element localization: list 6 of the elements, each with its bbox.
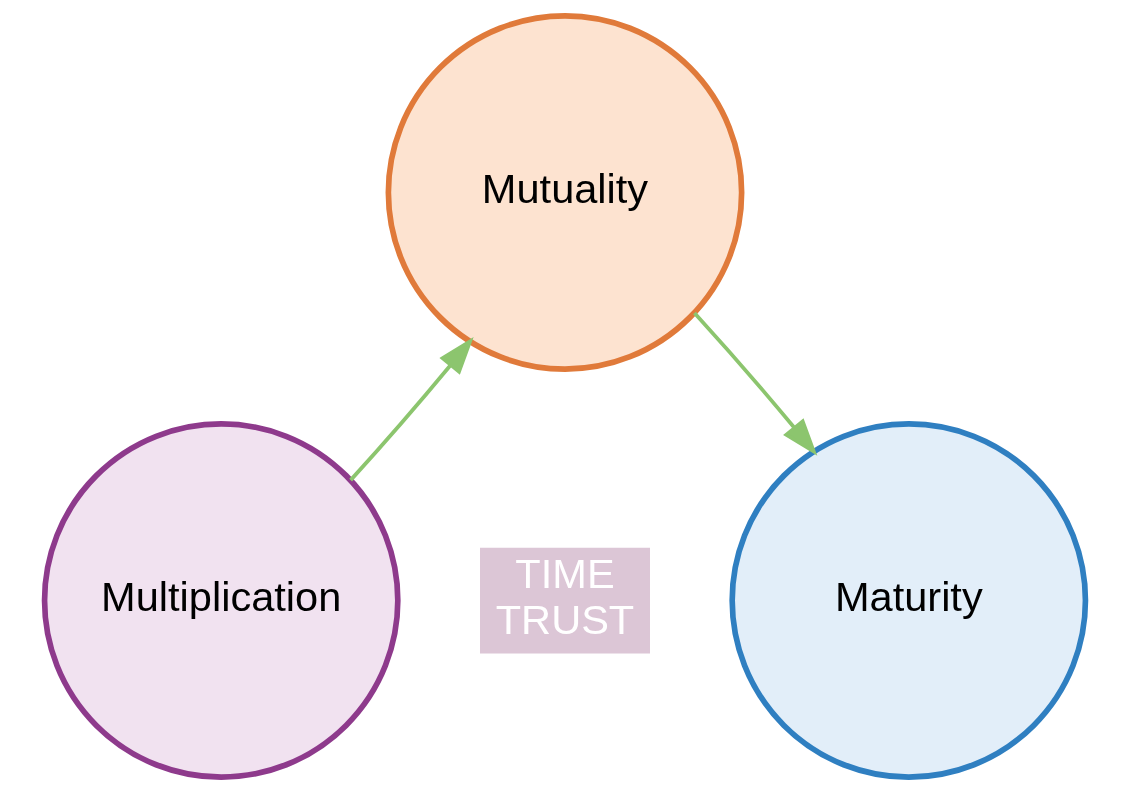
- node-circle: Multiplication: [41, 421, 401, 780]
- arrow: [692, 311, 817, 456]
- node-circle: Mutuality: [385, 13, 744, 372]
- node-circle: Maturity: [728, 421, 1088, 780]
- label: TIME TRUST: [495, 550, 634, 643]
- arrow: [348, 337, 474, 482]
